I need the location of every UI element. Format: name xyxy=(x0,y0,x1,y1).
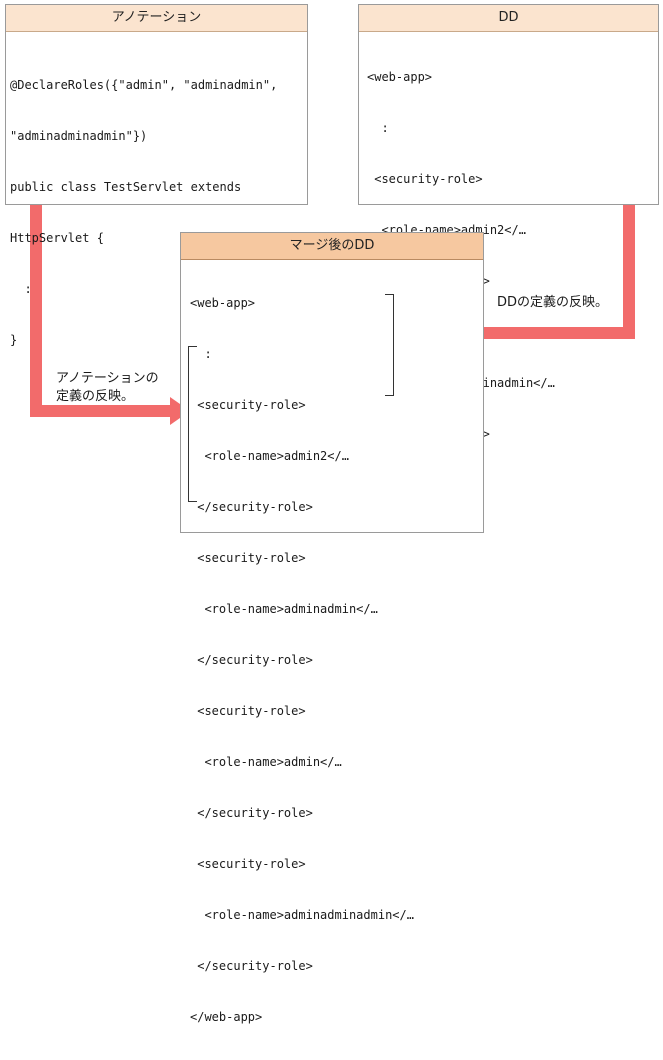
code-line: <security-role> xyxy=(190,551,306,565)
dd-reflect-caption: DDの定義の反映。 xyxy=(497,295,609,310)
annotation-panel: アノテーション @DeclareRoles({"admin", "adminad… xyxy=(5,4,308,347)
code-line: <security-role> xyxy=(190,704,306,718)
code-line: <security-role> xyxy=(367,172,483,186)
annotation-code: @DeclareRoles({"admin", "adminadmin", "a… xyxy=(10,43,277,383)
annotation-roles-bracket xyxy=(188,346,197,502)
code-line: <security-role> xyxy=(190,398,306,412)
code-line: </security-role> xyxy=(190,959,313,973)
annotation-reflect-caption-line: 定義の反映。 xyxy=(56,389,135,404)
code-line: </web-app> xyxy=(190,1010,263,1024)
annotation-panel-title: アノテーション xyxy=(6,5,307,32)
code-line: <web-app> xyxy=(367,70,433,84)
dd-roles-bracket xyxy=(385,294,394,396)
code-line: <role-name>admin2</… xyxy=(190,449,349,463)
code-line: : xyxy=(190,347,212,361)
annotation-reflect-caption-line: アノテーションの xyxy=(56,371,159,386)
code-line: HttpServlet { xyxy=(10,231,104,245)
annotation-reflect-caption: アノテーションの 定義の反映。 xyxy=(56,370,159,406)
code-line: "adminadminadmin"}) xyxy=(10,129,148,143)
dd-panel: DD <web-app> : <security-role> <role-nam… xyxy=(358,4,659,492)
code-line: public class TestServlet extends xyxy=(10,180,242,194)
code-line: : xyxy=(367,121,389,135)
merged-dd-code: <web-app> : <security-role> <role-name>a… xyxy=(190,261,414,1060)
code-line: </security-role> xyxy=(190,500,313,514)
code-line: </security-role> xyxy=(190,806,313,820)
code-line: <role-name>adminadminadmin</… xyxy=(190,908,414,922)
code-line: @DeclareRoles({"admin", "adminadmin", xyxy=(10,78,278,92)
merged-dd-panel: マージ後のDD <web-app> : <security-role> <rol… xyxy=(180,232,484,1024)
code-line: <security-role> xyxy=(190,857,306,871)
code-line: <role-name>adminadmin</… xyxy=(190,602,378,616)
code-line: </security-role> xyxy=(190,653,313,667)
code-line: <web-app> xyxy=(190,296,256,310)
dd-panel-title: DD xyxy=(359,5,658,32)
code-line: <role-name>admin</… xyxy=(190,755,342,769)
merged-dd-panel-title: マージ後のDD xyxy=(181,233,483,260)
code-line: : xyxy=(10,282,32,296)
code-line: } xyxy=(10,333,18,347)
